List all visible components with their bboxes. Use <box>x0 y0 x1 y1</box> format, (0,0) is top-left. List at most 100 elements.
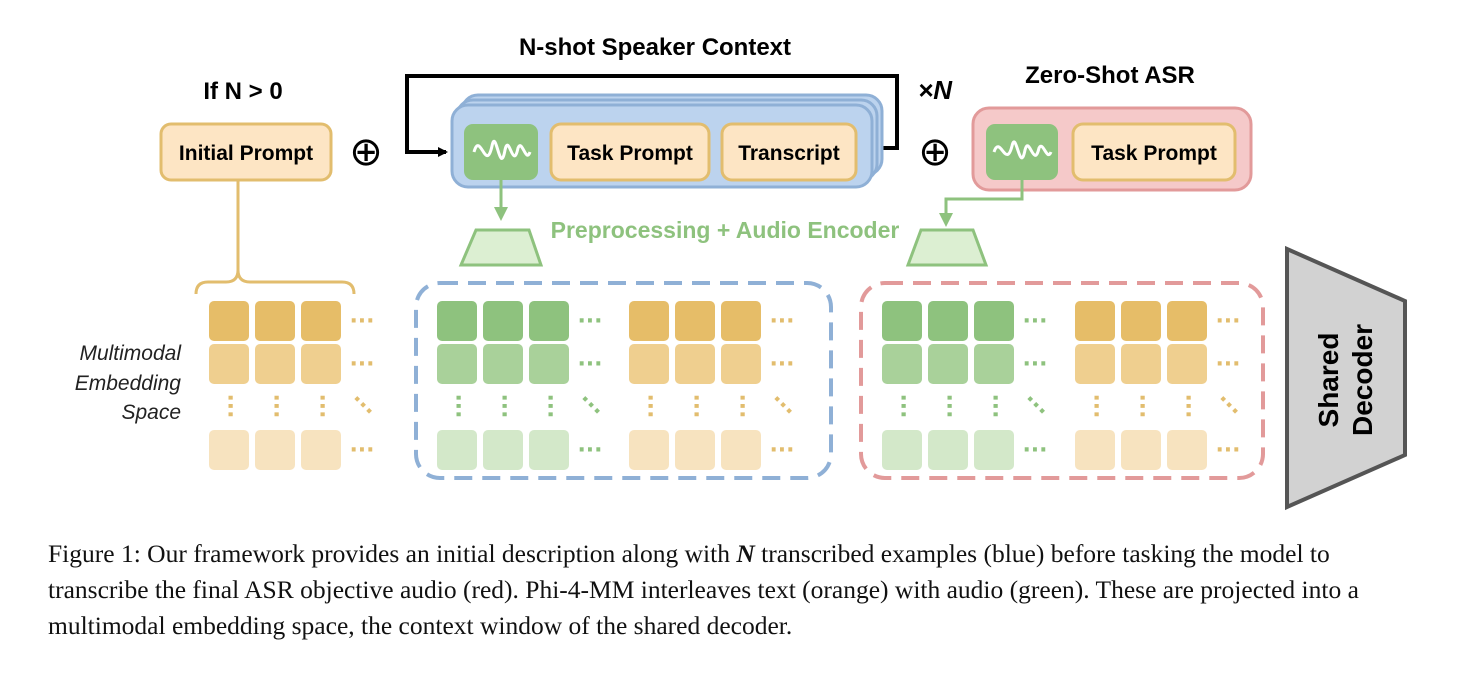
ellipsis-icon: ··· <box>349 352 374 377</box>
audio-token <box>483 430 523 470</box>
transcript-label: Transcript <box>738 142 840 165</box>
embedding-grids: ··· ··· ··· ··· ··· ··· ··· ··· ··· ··· ··· ··· ··· ·… <box>209 301 1246 470</box>
ellipsis-icon: ··· <box>1022 309 1047 334</box>
diagonal-ellipsis-icon: ··· <box>765 388 800 423</box>
text-token <box>721 344 761 384</box>
audio-token <box>974 301 1014 341</box>
vertical-ellipsis-icon: ··· <box>309 393 334 418</box>
text-token <box>629 344 669 384</box>
vertical-ellipsis-icon: ··· <box>683 393 708 418</box>
ellipsis-icon: ··· <box>577 309 602 334</box>
zero-shot-audio-encoder <box>905 228 989 267</box>
text-token <box>675 430 715 470</box>
initial-prompt-label: Initial Prompt <box>179 142 313 165</box>
vertical-ellipsis-icon: ··· <box>729 393 754 418</box>
audio-token <box>974 430 1014 470</box>
text-token <box>1121 301 1161 341</box>
text-token <box>209 344 249 384</box>
audio-token <box>529 430 569 470</box>
audio-token <box>437 344 477 384</box>
oplus-icon: ⊕ <box>349 130 383 174</box>
audio-token <box>437 301 477 341</box>
diagonal-ellipsis-icon: ··· <box>573 388 608 423</box>
audio-token <box>882 430 922 470</box>
zero-shot-embedding-group <box>859 281 1265 480</box>
text-token <box>675 301 715 341</box>
caption-prefix: Figure 1: Our framework provides an init… <box>48 539 737 568</box>
text-token <box>255 344 295 384</box>
diagonal-ellipsis-icon: ··· <box>1211 388 1246 423</box>
audio-token <box>483 301 523 341</box>
text-token <box>301 301 341 341</box>
audio-token <box>882 301 922 341</box>
vertical-ellipsis-icon: ··· <box>637 393 662 418</box>
text-token <box>255 301 295 341</box>
zero-shot-audio-icon <box>986 124 1058 180</box>
diagonal-ellipsis-icon: ··· <box>1018 388 1053 423</box>
initial-prompt-box: Initial Prompt <box>159 122 333 182</box>
vertical-ellipsis-icon: ··· <box>890 393 915 418</box>
context-audio-icon <box>464 124 538 180</box>
vertical-ellipsis-icon: ··· <box>1083 393 1108 418</box>
ellipsis-icon: ··· <box>349 438 374 463</box>
context-title: N-shot Speaker Context <box>519 34 791 61</box>
vertical-ellipsis-icon: ··· <box>445 393 470 418</box>
text-token <box>629 430 669 470</box>
ellipsis-icon: ··· <box>1215 309 1240 334</box>
context-task-prompt-label: Task Prompt <box>567 142 693 165</box>
text-token <box>1075 301 1115 341</box>
audio-token <box>974 344 1014 384</box>
ellipsis-icon: ··· <box>769 309 794 334</box>
ellipsis-icon: ··· <box>1022 352 1047 377</box>
ellipsis-icon: ··· <box>769 438 794 463</box>
decoder-label-line2: Decoder <box>1347 324 1378 436</box>
ellipsis-icon: ··· <box>577 352 602 377</box>
zero-shot-task-prompt-label: Task Prompt <box>1091 142 1217 165</box>
loop-arrow <box>405 74 899 157</box>
repeat-label: ×N <box>918 75 953 105</box>
text-token <box>721 430 761 470</box>
ellipsis-icon: ··· <box>1022 438 1047 463</box>
embedding-label-line3: Space <box>121 401 181 424</box>
ellipsis-icon: ··· <box>349 309 374 334</box>
oplus-icon: ⊕ <box>918 130 952 174</box>
embedding-label-line1: Multimodal <box>79 342 182 365</box>
text-token <box>629 301 669 341</box>
caption-n: N <box>736 539 755 568</box>
audio-token <box>483 344 523 384</box>
text-token <box>1075 344 1115 384</box>
vertical-ellipsis-icon: ··· <box>263 393 288 418</box>
vertical-ellipsis-icon: ··· <box>217 393 242 418</box>
vertical-ellipsis-icon: ··· <box>1175 393 1200 418</box>
ellipsis-icon: ··· <box>769 352 794 377</box>
context-task-prompt-box: Task Prompt <box>549 122 711 182</box>
encoder-label: Preprocessing + Audio Encoder <box>551 217 900 243</box>
framework-diagram: N-shot Speaker Context If N > 0 Zero-Sho… <box>75 34 1407 511</box>
audio-token <box>928 430 968 470</box>
text-token <box>209 430 249 470</box>
text-token <box>209 301 249 341</box>
figure-caption: Figure 1: Our framework provides an init… <box>48 536 1428 644</box>
text-token <box>1075 430 1115 470</box>
audio-token <box>928 344 968 384</box>
audio-token <box>529 344 569 384</box>
ellipsis-icon: ··· <box>1215 352 1240 377</box>
decoder-label-line1: Shared <box>1313 333 1344 428</box>
zero-shot-encoder-arrow <box>939 180 1024 227</box>
audio-token <box>437 430 477 470</box>
condition-title: If N > 0 <box>203 78 282 105</box>
text-token <box>675 344 715 384</box>
text-token <box>1121 344 1161 384</box>
context-audio-encoder <box>458 228 544 267</box>
vertical-ellipsis-icon: ··· <box>936 393 961 418</box>
ellipsis-icon: ··· <box>1215 438 1240 463</box>
diagonal-ellipsis-icon: ··· <box>345 388 380 423</box>
text-token <box>301 344 341 384</box>
zero-shot-title: Zero-Shot ASR <box>1025 62 1195 89</box>
text-token <box>301 430 341 470</box>
embedding-label-line2: Embedding <box>75 372 182 395</box>
transcript-box: Transcript <box>720 122 858 182</box>
initial-prompt-bracket <box>194 180 356 295</box>
audio-token <box>928 301 968 341</box>
shared-decoder: Shared Decoder <box>1285 245 1407 511</box>
